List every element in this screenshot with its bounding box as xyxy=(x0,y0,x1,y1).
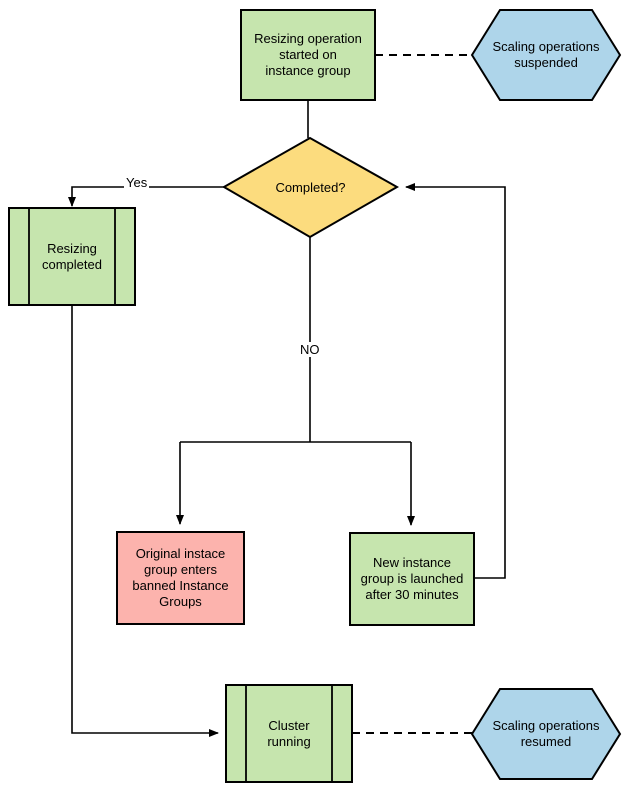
node-cluster-running[interactable] xyxy=(225,684,353,783)
node-original-banned[interactable] xyxy=(116,531,245,625)
edge-resizing-completed-to-cluster xyxy=(71,305,219,737)
node-scaling-resumed[interactable] xyxy=(470,688,622,780)
edge-label-no: NO xyxy=(298,342,322,357)
node-completed-decision[interactable] xyxy=(221,136,400,239)
node-resizing-completed[interactable] xyxy=(8,207,136,306)
edge-decision-yes xyxy=(68,186,224,207)
edge-new-group-loop-back xyxy=(405,183,506,579)
node-new-group-launched[interactable] xyxy=(349,532,475,626)
node-scaling-suspended[interactable] xyxy=(470,9,622,101)
edge-label-yes: Yes xyxy=(124,175,150,190)
node-resizing-started[interactable] xyxy=(240,9,376,101)
